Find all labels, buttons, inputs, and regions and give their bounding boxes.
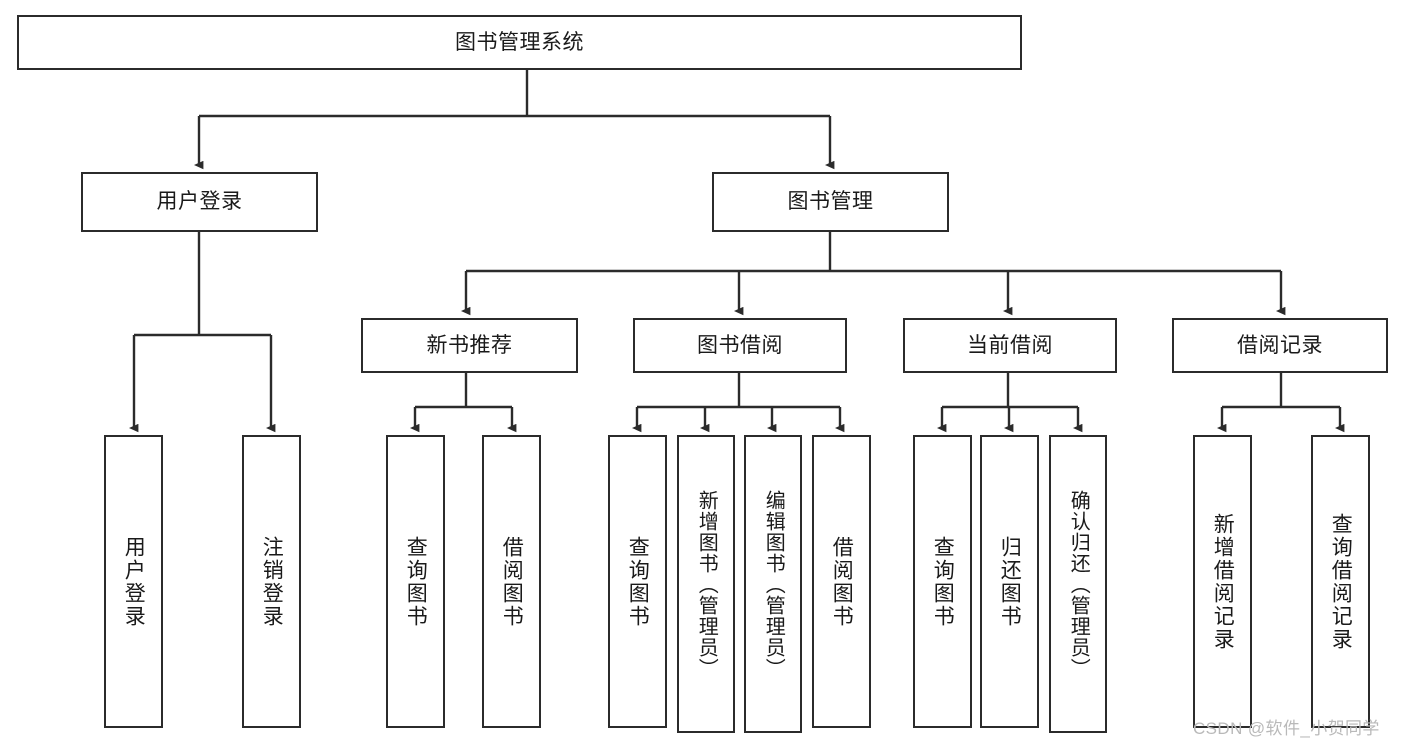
node-leaf-borrow-book-1-label: 借阅图书 (500, 535, 524, 628)
node-leaf-return-book[interactable]: 归还图书 (980, 435, 1039, 728)
node-leaf-query-book-3[interactable]: 查询图书 (913, 435, 972, 728)
node-leaf-add-record[interactable]: 新增借阅记录 (1193, 435, 1252, 728)
node-leaf-borrow-book-1[interactable]: 借阅图书 (482, 435, 541, 728)
node-current-borrow[interactable]: 当前借阅 (903, 318, 1117, 373)
node-leaf-logout-login[interactable]: 注销登录 (242, 435, 301, 728)
node-new-book-recommend-label: 新书推荐 (426, 333, 513, 357)
node-leaf-query-book-1-label: 查询图书 (404, 535, 428, 628)
node-root-label: 图书管理系统 (455, 30, 584, 54)
node-leaf-user-login[interactable]: 用户登录 (104, 435, 163, 728)
node-leaf-edit-book[interactable]: 编辑图书（管理员） (744, 435, 802, 733)
node-leaf-query-record[interactable]: 查询借阅记录 (1311, 435, 1370, 728)
node-leaf-confirm-return-label: 确认归还（管理员） (1067, 489, 1090, 679)
watermark-text: CSDN @软件_小贺同学 (1193, 719, 1380, 738)
node-book-management[interactable]: 图书管理 (712, 172, 949, 232)
node-user-login-label: 用户登录 (156, 190, 243, 214)
node-leaf-edit-book-label: 编辑图书（管理员） (762, 489, 785, 679)
node-new-book-recommend[interactable]: 新书推荐 (361, 318, 578, 373)
node-leaf-query-book-2-label: 查询图书 (626, 535, 650, 628)
node-leaf-add-record-label: 新增借阅记录 (1211, 512, 1235, 651)
node-leaf-query-book-1[interactable]: 查询图书 (386, 435, 445, 728)
node-leaf-logout-login-label: 注销登录 (260, 535, 284, 628)
node-book-borrow-label: 图书借阅 (697, 333, 783, 357)
node-current-borrow-label: 当前借阅 (967, 333, 1053, 357)
node-leaf-confirm-return[interactable]: 确认归还（管理员） (1049, 435, 1107, 733)
node-borrow-record[interactable]: 借阅记录 (1172, 318, 1388, 373)
node-leaf-user-login-label: 用户登录 (122, 535, 146, 628)
node-leaf-query-book-3-label: 查询图书 (931, 535, 955, 628)
node-book-management-label: 图书管理 (787, 190, 874, 214)
node-root[interactable]: 图书管理系统 (17, 15, 1022, 70)
node-leaf-query-book-2[interactable]: 查询图书 (608, 435, 667, 728)
node-borrow-record-label: 借阅记录 (1237, 333, 1323, 357)
node-user-login[interactable]: 用户登录 (81, 172, 318, 232)
node-leaf-add-book[interactable]: 新增图书（管理员） (677, 435, 735, 733)
node-leaf-borrow-book-2[interactable]: 借阅图书 (812, 435, 871, 728)
node-book-borrow[interactable]: 图书借阅 (633, 318, 847, 373)
node-leaf-return-book-label: 归还图书 (998, 535, 1022, 628)
node-leaf-add-book-label: 新增图书（管理员） (695, 489, 718, 679)
node-leaf-borrow-book-2-label: 借阅图书 (830, 535, 854, 628)
node-leaf-query-record-label: 查询借阅记录 (1329, 512, 1353, 651)
